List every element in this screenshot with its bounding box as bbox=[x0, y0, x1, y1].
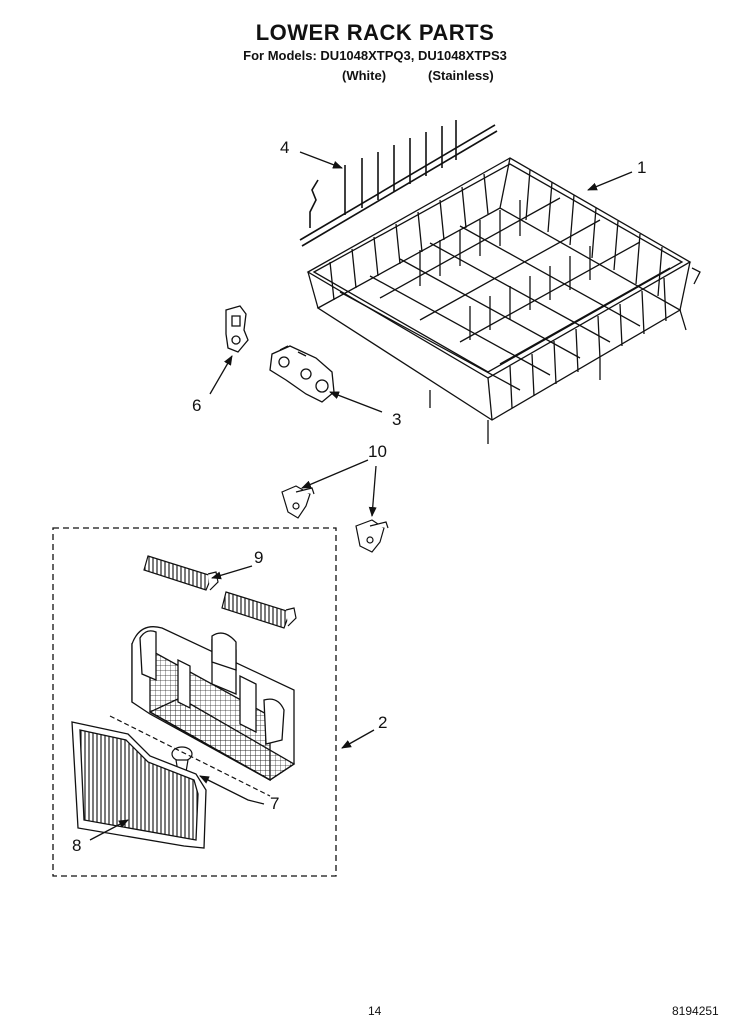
part-basket-cover bbox=[71, 721, 207, 849]
page-title: LOWER RACK PARTS bbox=[255, 20, 495, 45]
callout-7: 7 bbox=[270, 794, 280, 813]
callout-10: 10 bbox=[368, 442, 387, 461]
part-silverware-basket bbox=[131, 626, 296, 782]
part-lower-rack bbox=[306, 157, 701, 444]
callout-1: 1 bbox=[637, 158, 647, 177]
part-wheel-bracket bbox=[269, 345, 335, 403]
callout-6: 6 bbox=[192, 396, 202, 415]
part-clip bbox=[225, 305, 249, 353]
variant-white: (White) bbox=[342, 68, 387, 83]
callout-2: 2 bbox=[378, 713, 388, 732]
part-rack-wheel bbox=[281, 485, 389, 553]
kit-boundary-box bbox=[52, 527, 337, 877]
callout-3: 3 bbox=[392, 410, 402, 429]
callout-8: 8 bbox=[72, 836, 82, 855]
model-numbers: For Models: DU1048XTPQ3, DU1048XTPS3 bbox=[243, 48, 507, 63]
callout-leaders bbox=[89, 151, 633, 841]
variant-stainless: (Stainless) bbox=[428, 68, 494, 83]
callout-9: 9 bbox=[254, 548, 264, 567]
callout-4: 4 bbox=[280, 138, 290, 157]
document-number: 8194251 bbox=[672, 1004, 719, 1018]
page-number: 14 bbox=[368, 1004, 382, 1018]
part-basket-lid bbox=[143, 555, 297, 629]
part-tine-row bbox=[299, 120, 498, 247]
